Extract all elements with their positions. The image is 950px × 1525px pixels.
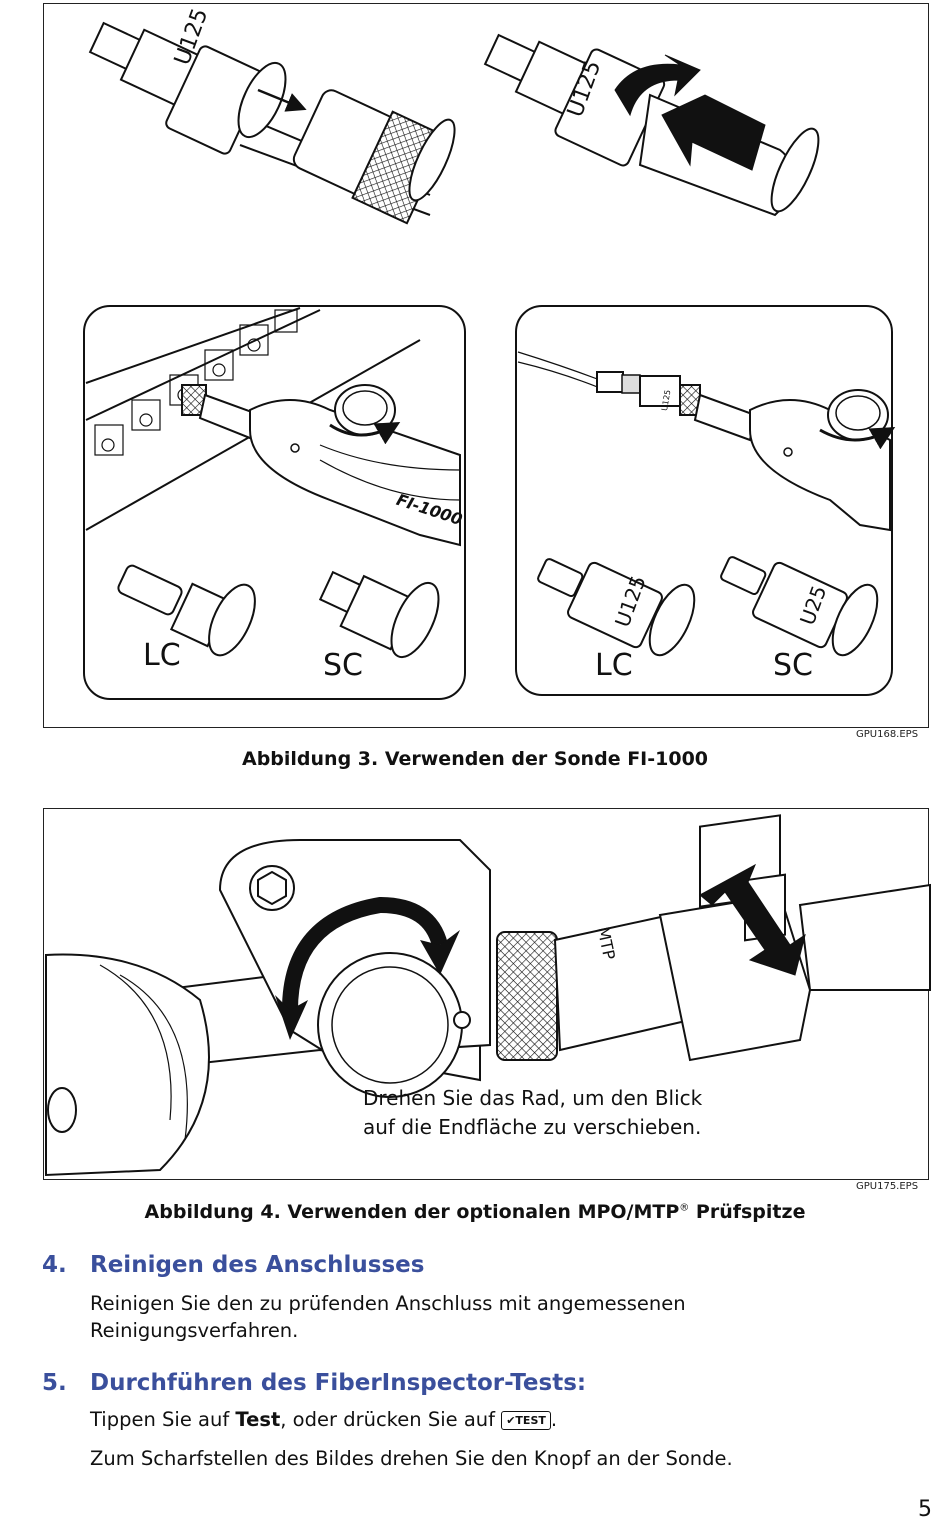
figure-4-caption-end: Prüfspitze — [689, 1201, 806, 1223]
tip-attach-illustration — [88, 21, 456, 225]
label-lc-right: LC — [595, 648, 633, 683]
figure-4-note-line2: auf die Endfläche zu verschieben. — [363, 1115, 702, 1139]
section-5-step: Tippen Sie auf Test, oder drücken Sie au… — [90, 1406, 557, 1434]
figure-3-caption: Abbildung 3. Verwenden der Sonde FI-1000 — [241, 748, 709, 770]
sc-tip-left — [318, 570, 440, 659]
section-4-para-line1: Reinigen Sie den zu prüfenden Anschluss … — [90, 1292, 686, 1315]
label-lc-left: LC — [143, 638, 181, 673]
section-5-number: 5. — [42, 1370, 67, 1396]
figure-3-file-id: GPU168.EPS — [856, 729, 919, 740]
label-sc-right: SC — [773, 648, 813, 683]
section-5-step-bold: Test — [235, 1408, 281, 1431]
patch-panel-probe-left — [85, 307, 461, 547]
section-4-para-line2: Reinigungsverfahren. — [90, 1319, 299, 1342]
patch-cord-probe-right — [517, 351, 896, 532]
section-5-step-middle: , oder drücken Sie auf — [280, 1408, 502, 1431]
figure-4-caption: Abbildung 4. Verwenden der optionalen MP… — [0, 1201, 950, 1223]
sc-tip-right — [720, 556, 879, 657]
section-5-note: Zum Scharfstellen des Bildes drehen Sie … — [90, 1447, 733, 1470]
section-5-step-prefix: Tippen Sie auf — [90, 1408, 236, 1431]
lc-tip-right — [537, 558, 696, 657]
tip-screw-illustration — [483, 33, 820, 217]
figure-4-caption-sup: ® — [679, 1202, 690, 1214]
page-number: 5 — [918, 1497, 932, 1522]
lc-tip-left — [117, 564, 256, 657]
section-5-step-end: . — [550, 1408, 558, 1431]
test-key: ✔TEST — [501, 1411, 551, 1430]
section-5-title: Durchführen des FiberInspector-Tests: — [90, 1370, 587, 1396]
figure-4-caption-main: Abbildung 4. Verwenden der optionalen MP… — [144, 1201, 680, 1223]
section-4-number: 4. — [42, 1252, 67, 1278]
mpo-tip-illustration — [45, 814, 931, 1177]
figure-4-note-line1: Drehen Sie das Rad, um den Blick — [363, 1086, 703, 1110]
figure-4-file-id: GPU175.EPS — [856, 1181, 919, 1192]
label-sc-left: SC — [323, 648, 363, 683]
section-4-title: Reinigen des Anschlusses — [90, 1252, 425, 1278]
